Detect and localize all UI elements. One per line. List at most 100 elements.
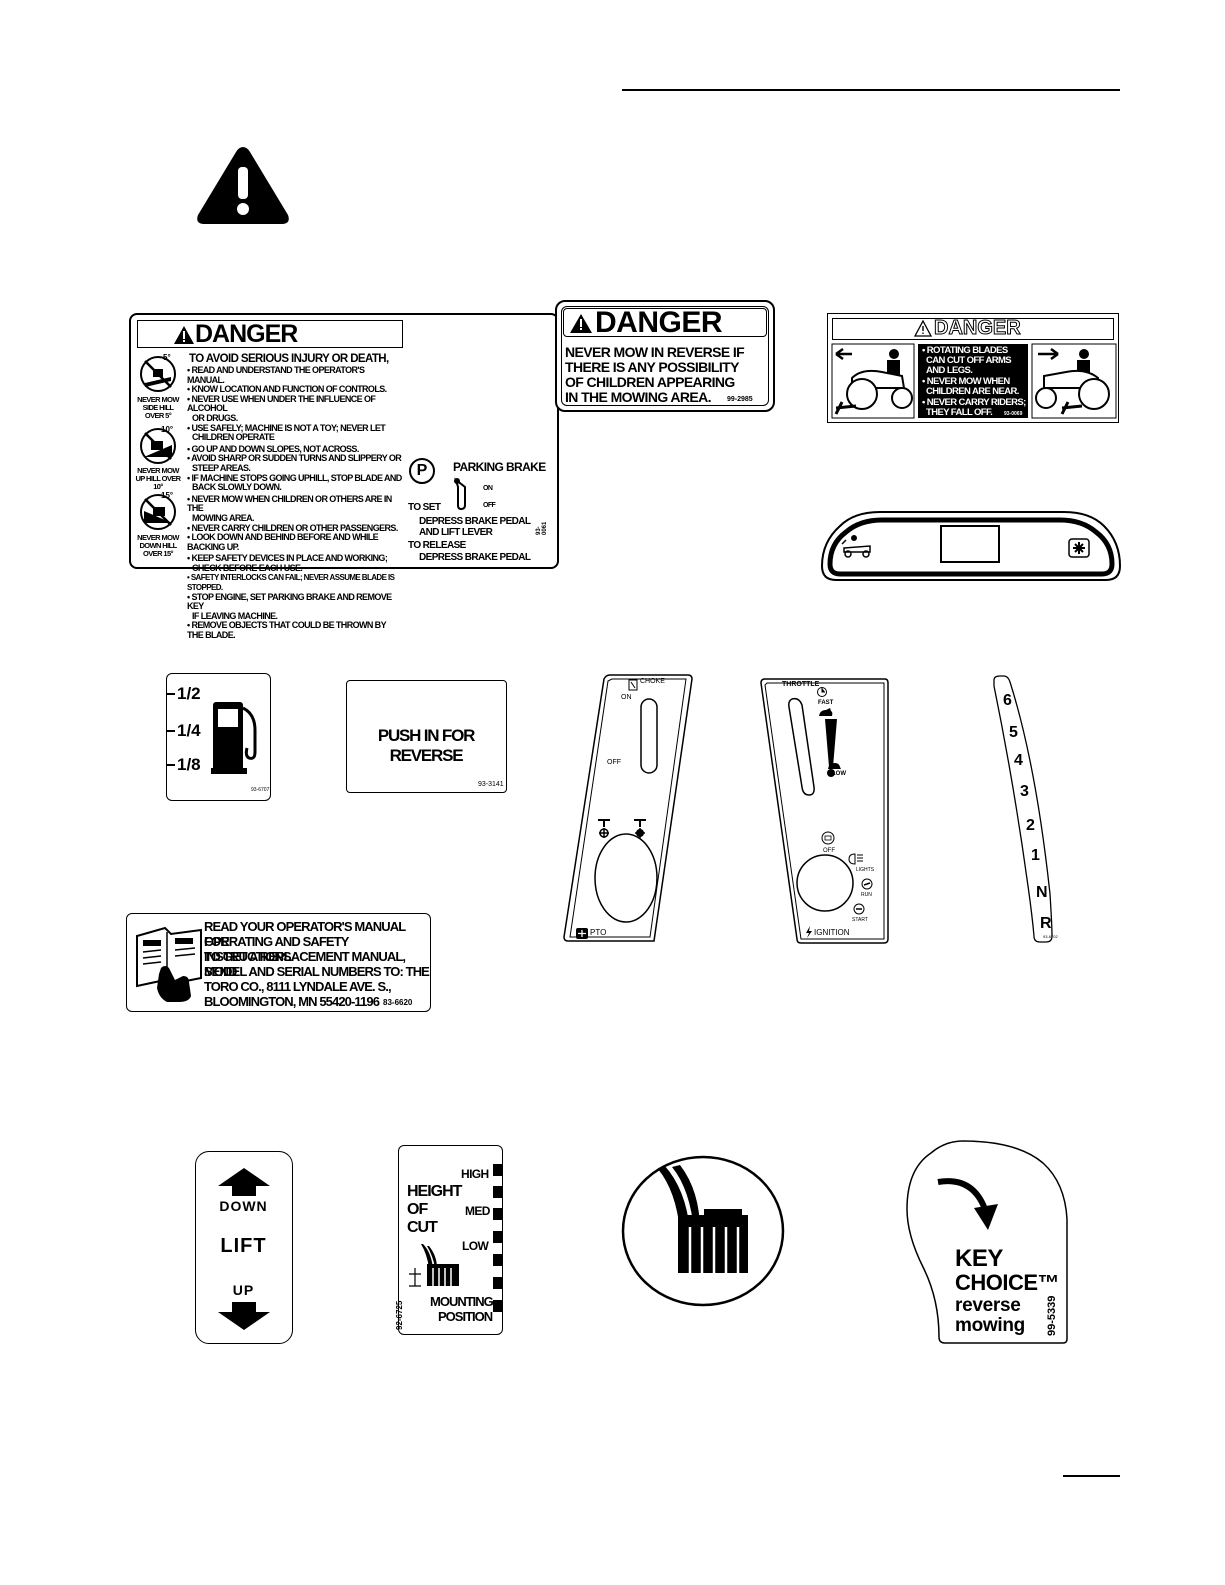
push-reverse-text: PUSH IN FOR REVERSE	[377, 726, 476, 765]
run-icon	[861, 878, 873, 890]
manual-line: TO GET A REPLACEMENT MANUAL, SEND	[204, 949, 406, 979]
pto-symbol-icon	[576, 928, 588, 939]
rabbit-icon	[819, 708, 833, 716]
danger-bullet: • NEVER MOW WHEN CHILDREN OR OTHERS ARE …	[187, 493, 392, 514]
danger-bullet: OR DRUGS.	[192, 412, 238, 423]
key-choice-line-4: mowing	[955, 1315, 1025, 1336]
danger-bullet: • NEVER USE WHEN UNDER THE INFLUENCE OF …	[187, 393, 376, 414]
danger-bullet-list: • READ AND UNDERSTAND THE OPERATOR'S MAN…	[187, 365, 403, 641]
height-high-label: HIGH	[461, 1167, 489, 1181]
throttle-fast-label: FAST	[818, 700, 834, 706]
fuel-tick	[167, 693, 175, 695]
pto-disengage-icon	[634, 819, 646, 838]
danger-bullet: STEEP AREAS.	[192, 462, 251, 473]
height-title-3: CUT	[407, 1219, 438, 1236]
height-notch	[493, 1208, 502, 1220]
warning-triangle-icon	[197, 147, 289, 224]
pto-label: PTO	[590, 928, 607, 937]
set-instruction-1: DEPRESS BRAKE PEDAL	[419, 516, 531, 527]
fuel-tick	[167, 730, 175, 732]
reverse-danger-line: THERE IS ANY POSSIBILITY	[565, 359, 739, 375]
height-notch	[493, 1254, 502, 1266]
gear-4: 4	[1014, 752, 1023, 769]
danger-bullet: • READ AND UNDERSTAND THE OPERATOR'S MAN…	[187, 365, 365, 385]
side-hill-icon	[140, 356, 176, 392]
blades-danger-decal: DANGER • ROTATING BLADES CAN CUT OFF ARM…	[827, 313, 1119, 423]
fuel-tick	[167, 764, 175, 766]
reverse-danger-line: IN THE MOWING AREA.	[565, 389, 712, 405]
blades-line: THEY FALL OFF.	[926, 407, 993, 418]
brake-off-label: OFF	[483, 502, 496, 509]
fuel-mark-eighth: 1/8	[177, 755, 201, 774]
slope-degree-2: 10°	[161, 425, 174, 434]
slope-caption-1: NEVER MOW SIDE HILL OVER 5°	[137, 395, 179, 420]
throttle-slow-label: SLOW	[828, 771, 846, 777]
header-rule	[622, 89, 1120, 91]
mower-right-pictogram	[1031, 343, 1117, 419]
blades-danger-header-text: DANGER	[934, 317, 1022, 340]
height-med-label: MED	[465, 1204, 490, 1218]
reverse-danger-line: OF CHILDREN APPEARING	[565, 374, 735, 390]
key-choice-line-2: CHOICE™	[955, 1270, 1060, 1295]
operator-manual-decal: READ YOUR OPERATOR'S MANUAL FOR OPERATIN…	[126, 913, 431, 1012]
ignition-off-label: OFF	[823, 848, 835, 854]
set-instruction-2: AND LIFT LEVER	[419, 527, 493, 538]
fuel-mark-quarter: 1/4	[177, 721, 201, 740]
fuel-part-no: 93-6707	[251, 787, 270, 793]
reverse-danger-header	[563, 308, 767, 337]
dash-panel-decal	[820, 511, 1122, 581]
gear-r: R	[1040, 915, 1052, 932]
blades-line: • NEVER MOW WHEN	[922, 376, 1010, 387]
height-notch	[493, 1277, 502, 1289]
manual-line: BLOOMINGTON, MN 55420-1196	[204, 994, 380, 1009]
release-instruction: DEPRESS BRAKE PEDAL	[419, 552, 531, 563]
blades-part-no: 93-0069	[1004, 411, 1023, 417]
slope-degree-3: 15°	[161, 491, 174, 500]
blades-line: AND LEGS.	[926, 365, 973, 376]
grass-circle-decal	[621, 1155, 785, 1307]
throttle-icon	[817, 687, 827, 697]
to-release-label: TO RELEASE	[408, 540, 466, 551]
mower-left-pictogram	[831, 343, 915, 419]
danger-bullet: • KEEP SAFETY DEVICES IN PLACE AND WORKI…	[187, 553, 388, 564]
key-off-icon	[821, 831, 835, 845]
gear-5: 5	[1009, 724, 1018, 741]
lights-icon	[848, 853, 863, 865]
slope-degree-1: 5°	[163, 353, 171, 362]
danger-bullet: CHILDREN OPERATE	[192, 432, 275, 443]
alert-outline-icon	[913, 319, 933, 337]
danger-bullet: • AVOID SHARP OR SUDDEN TURNS AND SLIPPE…	[187, 453, 402, 464]
fuel-gauge-decal: 1/2 1/4 1/8 93-6707	[166, 673, 271, 801]
height-notch	[493, 1164, 502, 1176]
alert-icon	[174, 326, 194, 344]
choke-label: CHOKE	[640, 678, 665, 685]
blades-line: CAN CUT OFF ARMS	[926, 355, 1012, 366]
main-danger-part-no: 93-0061	[536, 521, 548, 535]
height-low-label: LOW	[462, 1239, 489, 1253]
height-title-1: HEIGHT	[407, 1183, 462, 1200]
footer-rule	[1063, 1475, 1120, 1477]
main-danger-decal: DANGER 5° NEVER MOW SIDE HILL OVER 5° 10…	[129, 313, 559, 640]
reverse-danger-decal: DANGER NEVER MOW IN REVERSE IF THERE IS …	[555, 300, 775, 412]
brake-lever-icon	[454, 477, 466, 511]
reverse-danger-line: NEVER MOW IN REVERSE IF	[565, 344, 745, 360]
height-position-label: POSITION	[438, 1309, 493, 1324]
manual-line: OPERATING AND SAFETY INSTRUCTIONS.	[204, 934, 349, 964]
height-notch	[493, 1186, 502, 1198]
danger-bullet: MOWING AREA.	[192, 512, 255, 523]
lightning-icon	[806, 926, 812, 938]
height-of-cut-decal: HIGH HEIGHT OF MED CUT LOW 92-6725 MOUNT…	[395, 1145, 503, 1335]
key-choice-part-no: 99-5339	[1046, 1295, 1058, 1336]
blades-line: • ROTATING BLADES	[922, 345, 1008, 356]
height-mounting-label: MOUNTING	[430, 1294, 494, 1309]
gear-3: 3	[1020, 783, 1029, 800]
choke-on-label: ON	[621, 694, 632, 701]
gear-2: 2	[1026, 817, 1035, 834]
ignition-run-label: RUN	[861, 892, 872, 898]
height-title-2: OF	[407, 1201, 428, 1218]
lift-up-label: UP	[232, 1282, 255, 1298]
reverse-danger-part-no: 99-2985	[727, 396, 753, 403]
ignition-lights-label: LIGHTS	[856, 867, 875, 873]
gear-strip	[993, 675, 1053, 943]
grass-cut-icon	[409, 1244, 459, 1287]
